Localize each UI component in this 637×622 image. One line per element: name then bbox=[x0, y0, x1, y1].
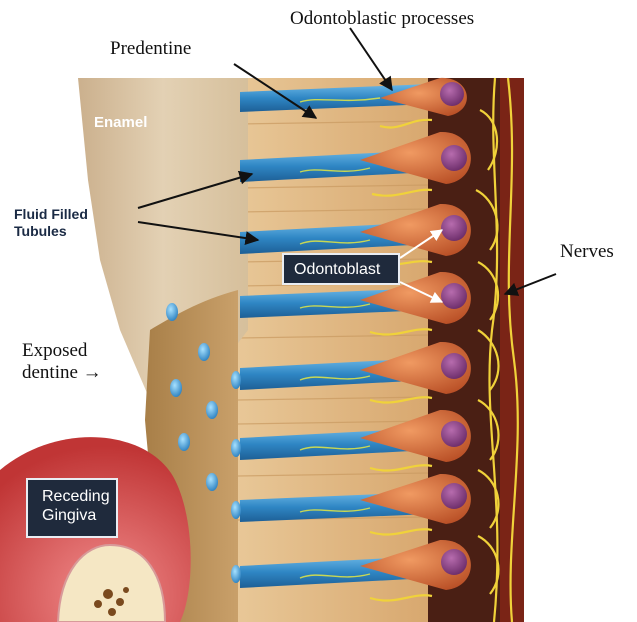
label-predentine: Predentine bbox=[110, 38, 191, 60]
label-exposed-dentine: Exposed dentine → bbox=[22, 340, 102, 384]
label-odontoblast: Odontoblast bbox=[282, 253, 400, 285]
label-nerves: Nerves bbox=[560, 241, 614, 263]
label-fluid-filled-tubules: Fluid Filled Tubules bbox=[14, 206, 88, 240]
label-odontoblastic-processes: Odontoblastic processes bbox=[290, 8, 474, 30]
label-enamel: Enamel bbox=[94, 114, 147, 132]
label-receding-gingiva: Receding Gingiva bbox=[26, 478, 118, 538]
